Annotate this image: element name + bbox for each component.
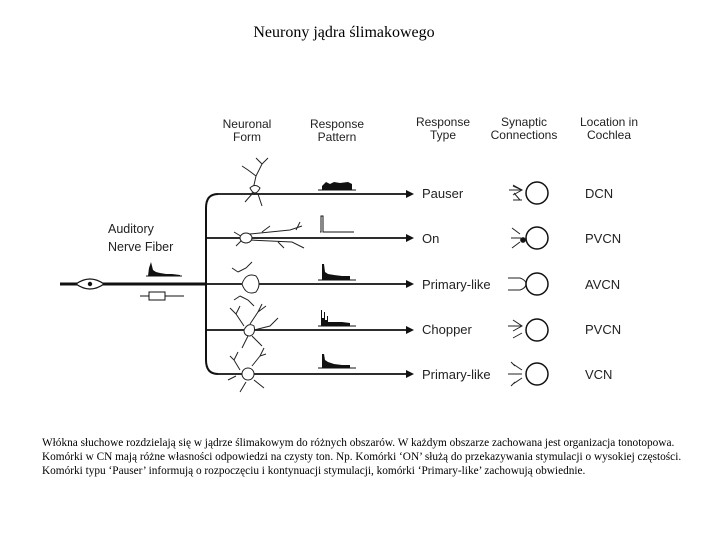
octopus-neuron-icon [233,221,305,249]
response-type-label: Primary-like [422,367,491,382]
on-histogram [320,215,354,233]
header-location-2: Cochlea [587,128,631,142]
header-response-pattern-1: Response [310,117,364,131]
column-headers: Neuronal Form Response Pattern Response … [223,115,638,144]
response-type-label: Primary-like [422,277,491,292]
chopper-histogram [320,310,350,326]
header-response-pattern-2: Pattern [318,130,357,144]
row-primary-like-avcn: Primary-like AVCN [206,261,620,307]
row-primary-like-vcn: Primary-like VCN [218,347,612,393]
response-type-label: On [422,231,439,246]
nerve-label-2: Nerve Fiber [108,240,173,254]
header-synaptic-1: Synaptic [501,115,547,129]
location-label: VCN [585,367,612,382]
synapse-icon [508,361,523,387]
header-location-1: Location in [580,115,638,129]
globular-neuron-icon [227,347,267,393]
target-cell-circle [525,272,549,296]
location-label: PVCN [585,231,621,246]
target-cell-circle [525,226,549,250]
row-on-pvcn: On PVCN [206,215,621,250]
target-cell-circle [525,181,549,205]
arrow-head-icon [406,280,414,288]
nerve-nucleus-icon [87,281,93,287]
response-type-label: Chopper [422,322,473,337]
pyramidal-neuron-icon [241,157,269,207]
arrow-head-icon [406,370,414,378]
row-pauser-dcn: Pauser DCN [218,157,613,207]
synapse-icon [508,277,527,291]
location-label: PVCN [585,322,621,337]
header-neuronal-form-2: Form [233,130,261,144]
bushy-neuron-icon [231,261,260,307]
synapse-icon [509,184,524,201]
target-cell-circle [525,362,549,386]
arrow-head-icon [406,190,414,198]
arrow-head-icon [406,326,414,334]
synapse-icon [511,227,526,249]
header-response-type-1: Response [416,115,470,129]
target-cell-circle [525,318,549,342]
auditory-nerve-fiber: Auditory Nerve Fiber [60,222,206,301]
location-label: DCN [585,186,613,201]
nerve-label-1: Auditory [108,222,155,236]
electrode-icon [148,291,166,301]
header-neuronal-form-1: Neuronal [223,117,272,131]
synapse-icon [508,319,523,339]
arrow-head-icon [406,234,414,242]
header-synaptic-2: Connections [491,128,558,142]
primary-like-histogram [320,264,350,280]
nerve-response-histogram [146,262,180,276]
response-type-label: Pauser [422,186,464,201]
header-response-type-2: Type [430,128,456,142]
pauser-histogram [320,182,352,190]
primary-like-histogram [320,354,350,368]
location-label: AVCN [585,277,620,292]
figure-caption: Włókna słuchowe rozdzielają się w jądrze… [42,437,682,477]
row-chopper-pvcn: Chopper PVCN [206,303,621,349]
cochlear-nucleus-diagram: Neuronal Form Response Pattern Response … [60,115,638,393]
page-title: Neurony jądra ślimakowego [253,24,435,41]
stellate-neuron-icon [229,303,279,349]
branch-trunk [205,193,219,375]
